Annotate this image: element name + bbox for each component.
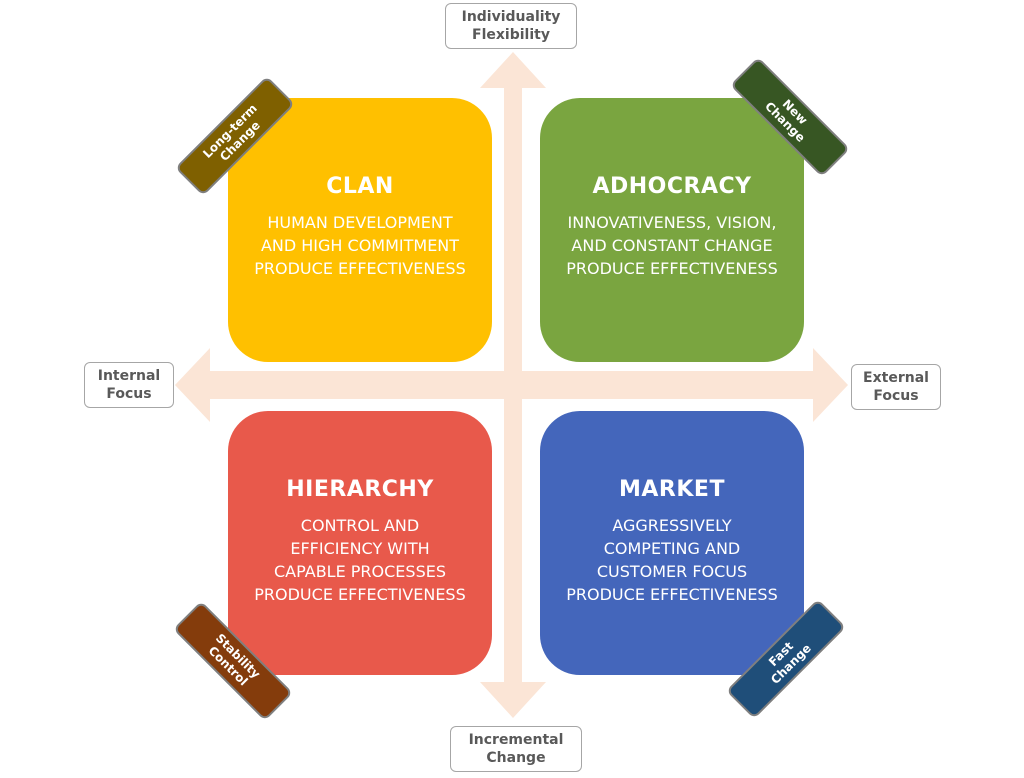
- axis-label-bottom: Incremental Change: [450, 726, 582, 772]
- clan-title: CLAN: [326, 174, 394, 199]
- hierarchy-description: CONTROL AND EFFICIENCY WITH CAPABLE PROC…: [254, 516, 466, 604]
- axis-label-right: External Focus: [851, 364, 941, 410]
- adhocracy-quadrant: ADHOCRACY INNOVATIVENESS, VISION, AND CO…: [540, 98, 804, 362]
- hierarchy-quadrant: HIERARCHY CONTROL AND EFFICIENCY WITH CA…: [228, 411, 492, 675]
- hierarchy-title: HIERARCHY: [286, 477, 434, 502]
- adhocracy-description: INNOVATIVENESS, VISION, AND CONSTANT CHA…: [566, 213, 778, 278]
- clan-quadrant: CLAN HUMAN DEVELOPMENT AND HIGH COMMITME…: [228, 98, 492, 362]
- market-title: MARKET: [619, 477, 725, 502]
- market-description: AGGRESSIVELY COMPETING AND CUSTOMER FOCU…: [566, 516, 778, 604]
- axis-label-top: Individuality Flexibility: [445, 3, 577, 49]
- horizontal-axis-arrow: [175, 348, 848, 422]
- adhocracy-title: ADHOCRACY: [592, 174, 752, 199]
- clan-description: HUMAN DEVELOPMENT AND HIGH COMMITMENT PR…: [254, 213, 466, 278]
- axis-label-left: Internal Focus: [84, 362, 174, 408]
- market-quadrant: MARKET AGGRESSIVELY COMPETING AND CUSTOM…: [540, 411, 804, 675]
